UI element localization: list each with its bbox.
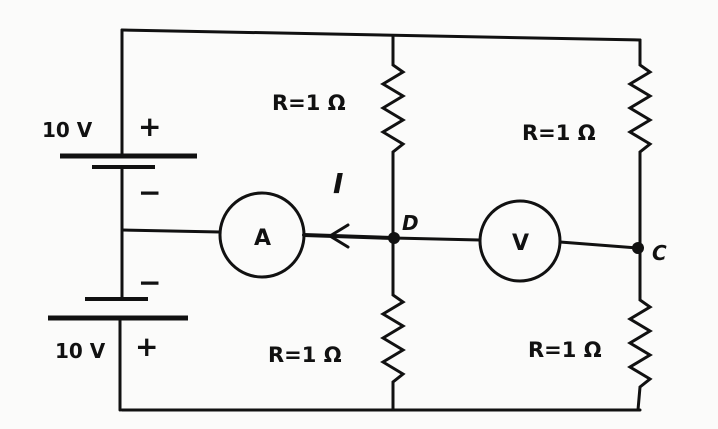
battery-bottom-label: 10 V: [55, 339, 106, 363]
battery-bottom-plus: +: [135, 330, 158, 363]
middle-wire-dv: [391, 236, 482, 242]
ammeter-label: A: [254, 226, 271, 251]
middle-wire-left: [120, 228, 222, 234]
current-label: I: [333, 167, 343, 200]
node-d-label: D: [402, 211, 419, 235]
middle-wire-vc: [558, 240, 640, 250]
middle-wire-ad: [302, 233, 395, 240]
voltmeter: [478, 199, 562, 283]
node-c-label: C: [652, 241, 667, 265]
battery-bottom-minus: −: [138, 266, 161, 299]
resistor-label-top-left: R=1 Ω: [272, 91, 346, 115]
resistor-label-bottom-left: R=1 Ω: [268, 343, 342, 367]
resistor-label-bottom-right: R=1 Ω: [528, 338, 602, 362]
battery-top-plus: +: [138, 110, 161, 143]
voltmeter-label: V: [512, 231, 529, 256]
battery-top-minus: −: [138, 176, 161, 209]
top-wire: [120, 28, 642, 42]
battery-top-label: 10 V: [42, 118, 93, 142]
node-d-dot: [388, 232, 400, 244]
current-arrow: [327, 223, 350, 249]
d-branch: [380, 34, 406, 412]
resistor-label-top-right: R=1 Ω: [522, 121, 596, 145]
ammeter: [218, 191, 306, 279]
c-branch: [627, 38, 653, 412]
node-c-dot: [632, 242, 644, 254]
